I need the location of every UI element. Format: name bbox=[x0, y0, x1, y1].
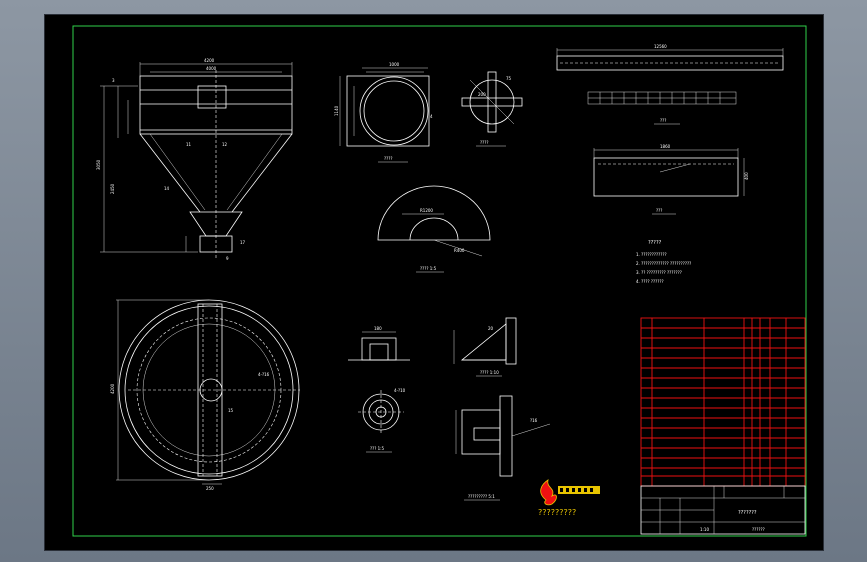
svg-text:1860: 1860 bbox=[660, 144, 671, 149]
svg-text:4-?10: 4-?10 bbox=[394, 388, 406, 393]
semicircle-plate-view: R1200 R400 ???? 1:5 bbox=[377, 185, 491, 273]
note-3: 3. ?? ????????? ??????? bbox=[636, 270, 682, 275]
company-name: ?????? bbox=[752, 527, 765, 532]
note-2: 2. ????????????? ?????????? bbox=[636, 261, 691, 266]
svg-text:250: 250 bbox=[206, 486, 214, 491]
svg-text:17: 17 bbox=[240, 240, 246, 245]
cross-plate-view: 75 200 ???? bbox=[461, 71, 523, 147]
ring-detail-view: 1000 1140 4 ???? bbox=[334, 62, 433, 163]
cap-section-view: 180 4-?10 ??? 1:5 bbox=[348, 326, 410, 453]
strip-view: 12560 ??? bbox=[556, 44, 784, 125]
svg-text:1000: 1000 bbox=[389, 62, 400, 67]
svg-text:R400: R400 bbox=[454, 248, 465, 253]
inner-frame bbox=[72, 25, 807, 537]
view-label-e: ??? bbox=[656, 208, 662, 213]
svg-text:75: 75 bbox=[506, 76, 512, 81]
plate-view: 1860 400 ??? bbox=[593, 144, 749, 215]
parts-list-table bbox=[640, 317, 806, 487]
watermark-text: ????????? bbox=[538, 508, 576, 517]
view-label-g: ???? 1:10 bbox=[480, 370, 499, 375]
svg-text:12: 12 bbox=[222, 142, 228, 147]
view-label-a: ???? bbox=[384, 156, 393, 161]
notes-title: ????? bbox=[648, 240, 662, 246]
svg-text:11: 11 bbox=[186, 142, 192, 147]
svg-text:4000: 4000 bbox=[206, 66, 217, 71]
svg-text:14: 14 bbox=[164, 186, 170, 191]
svg-text:9: 9 bbox=[226, 256, 229, 261]
note-4: 4. ???? ?????? bbox=[636, 279, 664, 284]
svg-text:12560: 12560 bbox=[654, 44, 667, 49]
view-label-c: ???? 1:5 bbox=[420, 266, 437, 271]
svg-text:4: 4 bbox=[430, 114, 433, 119]
svg-text:3: 3 bbox=[112, 78, 115, 83]
view-label-f: ??? 1:5 bbox=[370, 446, 385, 451]
svg-text:4-?16: 4-?16 bbox=[258, 372, 270, 377]
scale-value: 1:10 bbox=[700, 527, 709, 532]
svg-text:1140: 1140 bbox=[334, 105, 339, 116]
view-label-d: ??? bbox=[660, 118, 666, 123]
svg-text:20: 20 bbox=[488, 326, 494, 331]
drawing-sheet bbox=[44, 14, 824, 551]
note-1: 1. ???????????? bbox=[636, 252, 667, 257]
svg-text:15: 15 bbox=[228, 408, 234, 413]
svg-text:?16: ?16 bbox=[530, 418, 538, 423]
drawing-name: ??????? bbox=[738, 510, 757, 516]
view-label-i: ????????? 5:1 bbox=[468, 494, 495, 499]
svg-text:180: 180 bbox=[374, 326, 382, 331]
title-block: ??????? ?????? 1:10 bbox=[640, 485, 806, 535]
hopper-elevation-view: 4200 4000 3050 2450 14 11 12 17 9 3 bbox=[96, 58, 293, 261]
svg-text:200: 200 bbox=[478, 92, 486, 97]
technical-notes: ????? 1. ???????????? 2. ????????????? ?… bbox=[636, 240, 691, 284]
flame-logo-icon bbox=[540, 479, 600, 506]
svg-text:2450: 2450 bbox=[110, 183, 115, 194]
svg-text:4200: 4200 bbox=[204, 58, 215, 63]
svg-text:4200: 4200 bbox=[110, 383, 115, 394]
svg-text:400: 400 bbox=[744, 172, 749, 180]
hopper-plan-view: 4200 4-?16 15 250 bbox=[110, 299, 300, 491]
bracket-detail-view: 20 ???? 1:10 ?16 ????????? 5:1 bbox=[453, 317, 551, 501]
view-label-b: ???? bbox=[480, 140, 489, 145]
svg-text:R1200: R1200 bbox=[420, 208, 433, 213]
svg-text:3050: 3050 bbox=[96, 159, 101, 170]
